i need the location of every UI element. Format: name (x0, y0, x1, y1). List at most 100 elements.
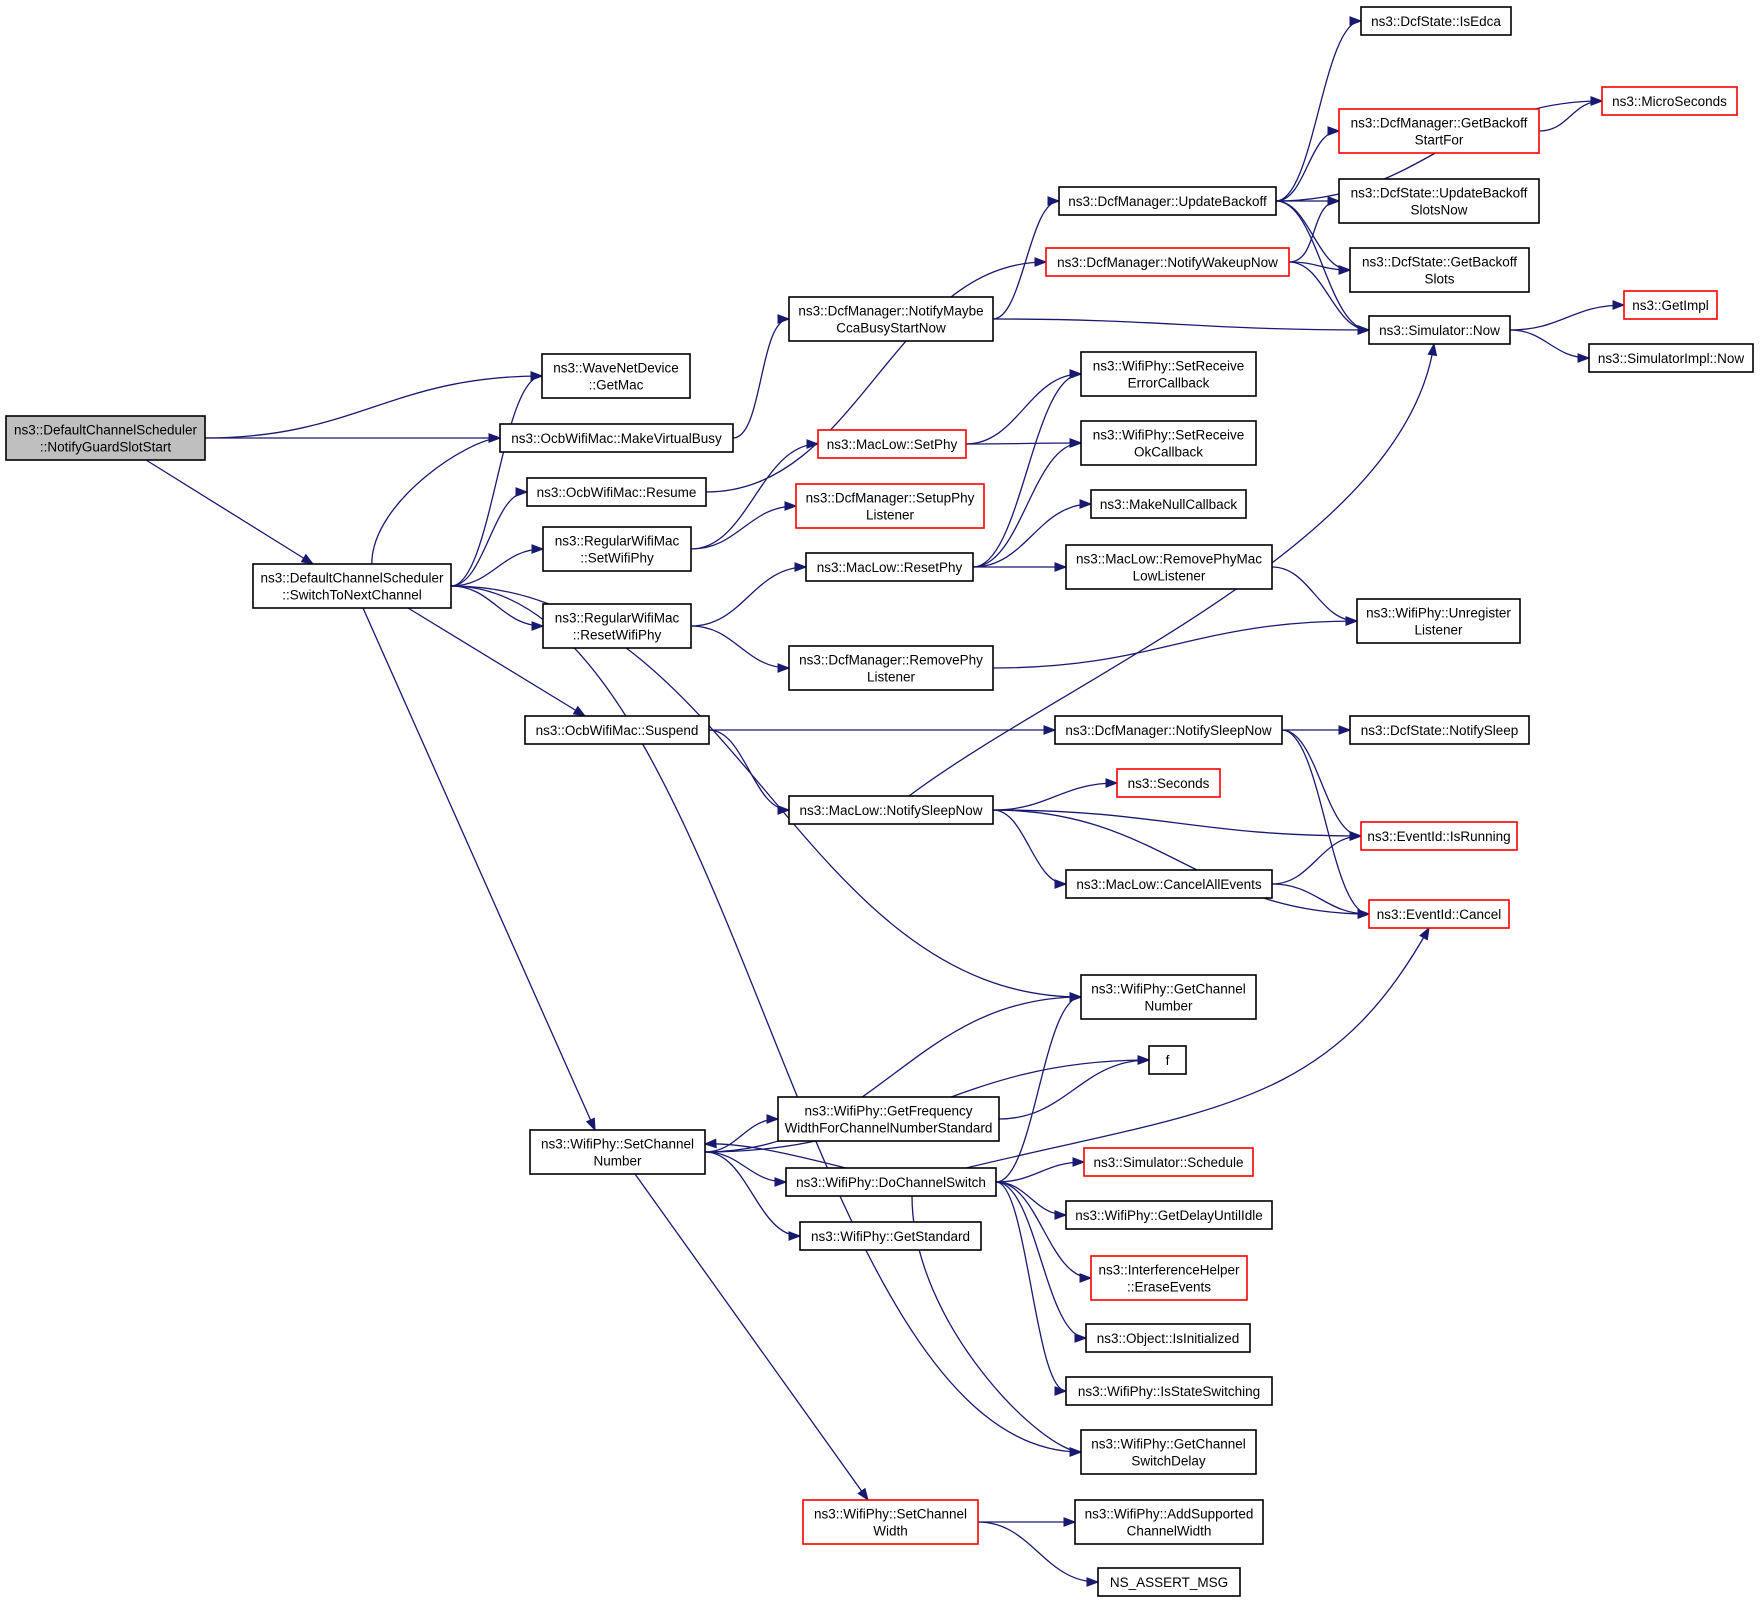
node-root[interactable]: ns3::DefaultChannelScheduler::NotifyGuar… (5, 415, 206, 461)
node-macLowResetPhy[interactable]: ns3::MacLow::ResetPhy (805, 552, 974, 582)
node-isEdca[interactable]: ns3::DcfState::IsEdca (1360, 6, 1512, 36)
node-notifyMaybeCca[interactable]: ns3::DcfManager::NotifyMaybeCcaBusyStart… (788, 296, 994, 342)
node-box[interactable] (788, 795, 994, 825)
node-box[interactable] (1368, 899, 1510, 929)
node-suspend[interactable]: ns3::OcbWifiMac::Suspend (524, 715, 710, 745)
node-box[interactable] (1065, 1376, 1273, 1406)
node-box[interactable] (1045, 247, 1290, 277)
node-box[interactable] (777, 1096, 1000, 1142)
node-box[interactable] (795, 483, 985, 529)
node-getImpl[interactable]: ns3::GetImpl (1623, 290, 1718, 320)
node-isStateSwitching[interactable]: ns3::WifiPhy::IsStateSwitching (1065, 1376, 1273, 1406)
node-box[interactable] (1623, 290, 1718, 320)
node-macLowSetPhy[interactable]: ns3::MacLow::SetPhy (817, 429, 967, 459)
node-box[interactable] (1097, 1567, 1241, 1597)
node-box[interactable] (252, 563, 452, 609)
node-eventIsRunning[interactable]: ns3::EventId::IsRunning (1360, 821, 1518, 851)
node-box[interactable] (1116, 768, 1221, 798)
node-box[interactable] (1349, 715, 1530, 745)
node-box[interactable] (499, 423, 734, 453)
node-makeNullCb[interactable]: ns3::MakeNullCallback (1090, 489, 1247, 519)
node-doChannelSwitch[interactable]: ns3::WifiPhy::DoChannelSwitch (785, 1167, 997, 1197)
node-box[interactable] (529, 1129, 706, 1175)
node-box[interactable] (1074, 1499, 1264, 1545)
node-box[interactable] (802, 1499, 979, 1545)
node-box[interactable] (1085, 1323, 1251, 1353)
node-microSeconds[interactable]: ns3::MicroSeconds (1601, 86, 1738, 116)
node-box[interactable] (542, 603, 692, 649)
node-getFreqWidth[interactable]: ns3::WifiPhy::GetFrequencyWidthForChanne… (777, 1096, 1000, 1142)
node-box[interactable] (524, 715, 710, 745)
node-box[interactable] (1080, 1429, 1257, 1475)
node-box[interactable] (1080, 974, 1257, 1020)
node-box[interactable] (799, 1221, 982, 1251)
node-box[interactable] (1080, 351, 1257, 397)
node-box[interactable] (788, 645, 994, 691)
node-box[interactable] (1080, 420, 1257, 466)
node-box[interactable] (805, 552, 974, 582)
node-box[interactable] (1065, 544, 1273, 590)
node-box[interactable] (788, 296, 994, 342)
node-updateBackoff[interactable]: ns3::DcfManager::UpdateBackoff (1058, 186, 1277, 216)
node-makeVirtualBusy[interactable]: ns3::OcbWifiMac::MakeVirtualBusy (499, 423, 734, 453)
node-notifySleepNow[interactable]: ns3::DcfManager::NotifySleepNow (1054, 715, 1283, 745)
node-box[interactable] (542, 526, 692, 572)
node-box[interactable] (526, 477, 707, 507)
node-box[interactable] (1601, 86, 1738, 116)
node-eraseEvents[interactable]: ns3::InterferenceHelper::EraseEvents (1090, 1255, 1248, 1301)
node-switchToNext[interactable]: ns3::DefaultChannelScheduler::SwitchToNe… (252, 563, 452, 609)
node-resume[interactable]: ns3::OcbWifiMac::Resume (526, 477, 707, 507)
node-simImplNow[interactable]: ns3::SimulatorImpl::Now (1588, 343, 1754, 373)
node-box[interactable] (1065, 869, 1273, 899)
node-nsAssertMsg[interactable]: NS_ASSERT_MSG (1097, 1567, 1241, 1597)
node-setWifiPhy[interactable]: ns3::RegularWifiMac::SetWifiPhy (542, 526, 692, 572)
node-box[interactable] (541, 353, 691, 399)
node-seconds[interactable]: ns3::Seconds (1116, 768, 1221, 798)
node-simNow[interactable]: ns3::Simulator::Now (1368, 315, 1511, 345)
node-getDelayUntilIdle[interactable]: ns3::WifiPhy::GetDelayUntilIdle (1065, 1200, 1273, 1230)
node-dcfNotifySleep[interactable]: ns3::DcfState::NotifySleep (1349, 715, 1530, 745)
node-box[interactable] (1588, 343, 1754, 373)
node-box[interactable] (1054, 715, 1283, 745)
node-box[interactable] (1338, 178, 1540, 224)
node-box[interactable] (1090, 489, 1247, 519)
node-isInitialized[interactable]: ns3::Object::IsInitialized (1085, 1323, 1251, 1353)
node-box[interactable] (5, 415, 206, 461)
node-box[interactable] (1090, 1255, 1248, 1301)
node-macLowNotifySleep[interactable]: ns3::MacLow::NotifySleepNow (788, 795, 994, 825)
node-box[interactable] (1065, 1200, 1273, 1230)
node-box[interactable] (1368, 315, 1511, 345)
node-box[interactable] (1356, 598, 1521, 644)
node-cancelAllEvents[interactable]: ns3::MacLow::CancelAllEvents (1065, 869, 1273, 899)
node-box[interactable] (1360, 6, 1512, 36)
node-notifyWakeup[interactable]: ns3::DcfManager::NotifyWakeupNow (1045, 247, 1290, 277)
node-getStandard[interactable]: ns3::WifiPhy::GetStandard (799, 1221, 982, 1251)
node-eventCancel[interactable]: ns3::EventId::Cancel (1368, 899, 1510, 929)
node-box[interactable] (1360, 821, 1518, 851)
node-box[interactable] (1058, 186, 1277, 216)
node-box[interactable] (1083, 1147, 1254, 1177)
node-resetWifiPhy[interactable]: ns3::RegularWifiMac::ResetWifiPhy (542, 603, 692, 649)
node-box[interactable] (1349, 247, 1530, 293)
node-box[interactable] (785, 1167, 997, 1197)
node-waveGetMac[interactable]: ns3::WaveNetDevice::GetMac (541, 353, 691, 399)
node-box[interactable] (1338, 108, 1540, 154)
node-box[interactable] (817, 429, 967, 459)
node-f[interactable]: f (1148, 1045, 1187, 1075)
node-box[interactable] (1148, 1045, 1187, 1075)
node-simSchedule[interactable]: ns3::Simulator::Schedule (1083, 1147, 1254, 1177)
